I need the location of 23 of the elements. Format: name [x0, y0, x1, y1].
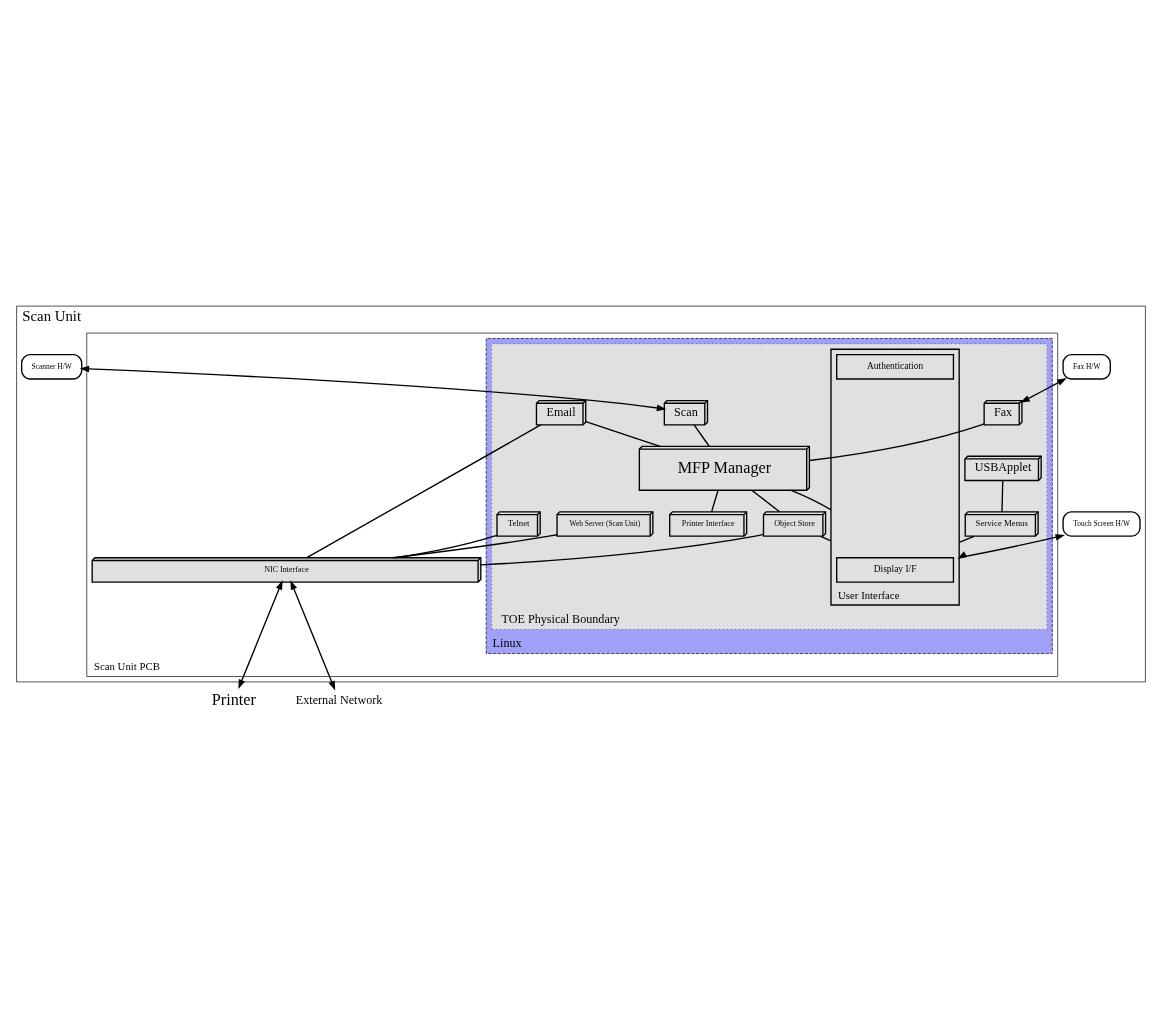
- connector: [820, 535, 832, 542]
- connector: [480, 533, 765, 566]
- connector: [392, 534, 558, 559]
- connector: [395, 534, 498, 559]
- arrow: [79, 365, 667, 412]
- connector: [1001, 479, 1004, 513]
- connector: [958, 535, 975, 544]
- arrow: [957, 534, 1065, 559]
- node-box: Touch Screen H/W: [1062, 511, 1141, 537]
- arrow: [1020, 378, 1067, 403]
- connector: [585, 420, 661, 448]
- arrow: [290, 580, 336, 691]
- node-box: Scanner H/W: [21, 354, 83, 380]
- node-text: External Network: [295, 692, 383, 707]
- connector: [710, 489, 719, 513]
- connector: [808, 423, 985, 462]
- node-box: Fax H/W: [1062, 354, 1111, 380]
- node-text: Printer: [211, 690, 256, 709]
- connector: [693, 424, 710, 447]
- connector: [751, 489, 781, 513]
- node-box: Display I/F: [836, 557, 955, 583]
- arrow: [238, 580, 283, 690]
- node-box: Authentication: [836, 354, 955, 380]
